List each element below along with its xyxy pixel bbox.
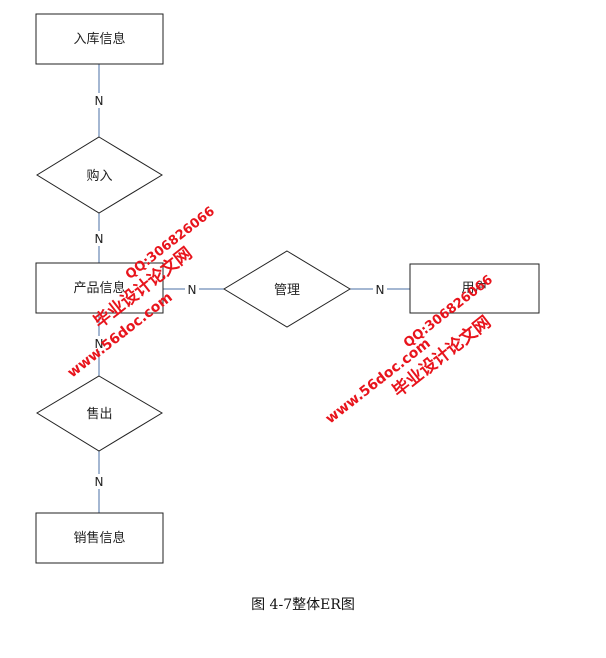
cardinality-chanpin-shouchu: N [95, 337, 104, 351]
entity-ruku-label: 入库信息 [73, 31, 125, 47]
entity-xiaoshou-label: 销售信息 [73, 530, 125, 546]
entity-yonghu: 用户 [409, 263, 540, 314]
relationship-guanli: 管理 [223, 250, 351, 328]
entity-yonghu-label: 用户 [461, 280, 487, 296]
relationship-shouchu: 售出 [36, 375, 163, 452]
entity-chanpin-label: 产品信息 [73, 280, 125, 296]
entity-chanpin: 产品信息 [35, 262, 164, 314]
cardinalities: N N N N N N [92, 93, 387, 489]
relationship-gouru: 购入 [36, 136, 163, 214]
relationship-gouru-label: 购入 [86, 168, 112, 184]
relationship-guanli-label: 管理 [274, 283, 300, 298]
entity-xiaoshou: 销售信息 [35, 512, 164, 564]
relationship-shouchu-label: 售出 [86, 406, 112, 422]
entity-ruku: 入库信息 [35, 13, 164, 65]
cardinality-guanli-yonghu: N [376, 283, 385, 297]
cardinality-chanpin-guanli: N [188, 283, 197, 297]
cardinality-ruku-gouru: N [95, 94, 104, 108]
cardinality-gouru-chanpin: N [95, 232, 104, 246]
figure-caption: 图 4-7整体ER图 [251, 597, 355, 613]
cardinality-shouchu-xiaoshou: N [95, 475, 104, 489]
